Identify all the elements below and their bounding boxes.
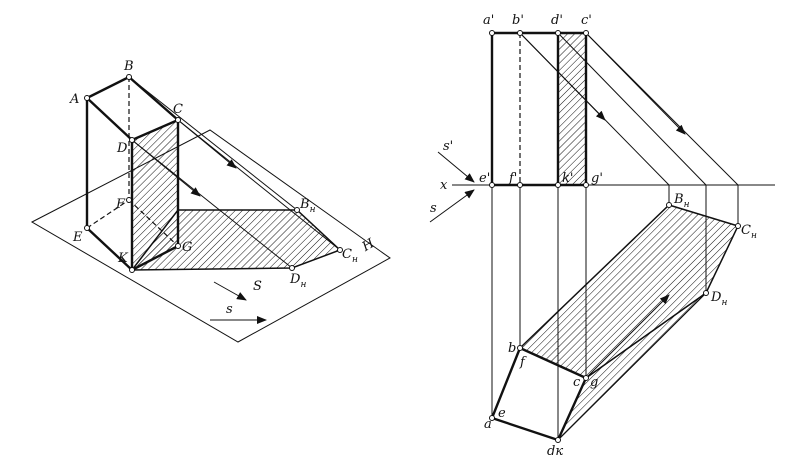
label-b: b: [508, 341, 516, 356]
label-dk: dк: [547, 444, 563, 459]
label-k1: k': [562, 171, 573, 186]
label-E: E: [72, 230, 83, 245]
front-light-rays: [519, 32, 739, 186]
prism-edges: [85, 75, 180, 272]
label-f1: f': [508, 171, 517, 186]
label-BH: Bн: [299, 197, 316, 215]
label-b1: b': [512, 13, 524, 28]
label-s-right: s: [430, 201, 437, 216]
label-CH-right: Cн: [741, 223, 757, 241]
direction-arrow-S: [213, 281, 247, 301]
label-F: F: [115, 197, 126, 212]
label-G: G: [182, 240, 192, 255]
front-projection: [490, 31, 588, 187]
shadow-on-wall: [131, 119, 179, 271]
label-S: S: [253, 279, 262, 294]
right-vertices: [489, 30, 741, 443]
label-a: a: [484, 417, 492, 432]
label-c1: c': [581, 13, 592, 28]
light-rays: [128, 76, 341, 269]
label-A: A: [69, 92, 79, 107]
label-g: g: [590, 375, 598, 390]
direction-arrow-s-prime: [437, 151, 475, 183]
label-D: D: [116, 141, 128, 156]
label-e: e: [498, 406, 506, 421]
hatched-face-front: [558, 33, 586, 185]
label-f: f: [519, 355, 527, 370]
top-projection: [490, 292, 707, 442]
label-K: K: [117, 251, 129, 266]
label-DH: Dн: [289, 272, 306, 290]
label-x: x: [440, 178, 448, 193]
label-d1: d': [551, 13, 563, 28]
direction-arrow-s-right: [429, 189, 475, 223]
left-axonometric-view: A B C D E F G K Bн Cн Dн H S s: [30, 59, 391, 343]
label-DH-right: Dн: [710, 290, 727, 308]
label-g1: g': [591, 171, 603, 186]
label-e1: e': [479, 171, 490, 186]
label-CH: Cн: [342, 247, 358, 265]
label-s: s: [226, 302, 233, 317]
right-orthographic-view: a' b' d' c' e' f' k' g' x s' s Bн Cн Dн …: [429, 13, 775, 459]
label-B: B: [123, 59, 134, 74]
label-a1: a': [483, 13, 494, 28]
label-s-prime: s': [443, 139, 453, 154]
left-vertices: [84, 74, 343, 273]
label-BH-right: Bн: [673, 192, 690, 210]
label-C: C: [173, 102, 183, 117]
label-c: c: [573, 375, 581, 390]
label-plane-H: H: [359, 236, 378, 255]
